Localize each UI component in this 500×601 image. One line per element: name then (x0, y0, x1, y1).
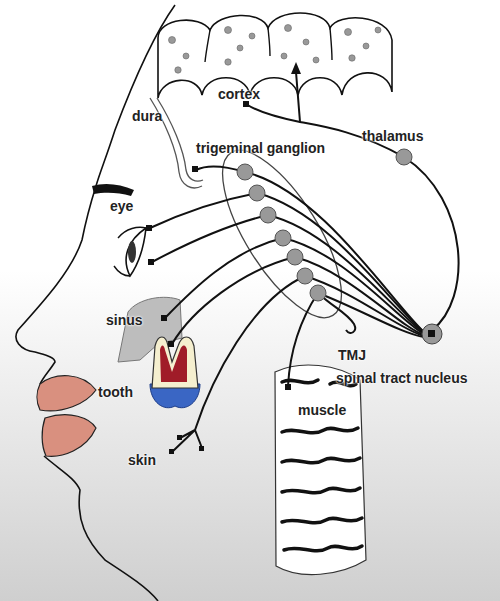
nerve-terminals (146, 62, 301, 454)
cortex-drawing-part-part (375, 27, 381, 33)
ganglion-cells-part (275, 230, 291, 246)
nerve-fibers-part (152, 215, 268, 262)
nerve-terminals-part (192, 166, 198, 172)
part-label: sinus (106, 312, 143, 328)
part-label: tooth (98, 384, 133, 400)
nerve-fibers (150, 72, 459, 452)
eye-drawing-part (126, 228, 146, 276)
cortex-drawing-part-part (183, 53, 189, 59)
muscle-drawing (275, 365, 366, 575)
part-label: thalamus (362, 128, 423, 144)
muscle-drawing-part-part (282, 428, 358, 433)
cortex-drawing-part-part (169, 37, 176, 44)
ganglion-cells (237, 164, 326, 301)
lips-part (42, 415, 96, 457)
spinal-nucleus-cell (422, 324, 442, 344)
face-outline-part (44, 456, 158, 601)
cortex-drawing-part-part (268, 28, 270, 56)
nerve-terminals-part (169, 449, 174, 454)
muscle-drawing-part (282, 380, 362, 551)
lips-part (37, 376, 96, 411)
nerve-fibers-part (268, 215, 424, 333)
cortex-drawing-part-part (249, 33, 255, 39)
eye-drawing-part (92, 184, 134, 196)
ganglion-cells-part (297, 268, 313, 284)
part-label: dura (132, 108, 162, 124)
dura-layer-part (157, 98, 203, 181)
nerve-terminals-part (291, 62, 301, 74)
spinal-nucleus-cell-part (428, 330, 435, 337)
nerve-terminals-part (148, 259, 154, 265)
ganglion-cells-part (260, 207, 276, 223)
cortex-drawing-part-part (303, 39, 309, 45)
nerve-fibers-part (318, 293, 424, 337)
ganglion-cells-part (287, 249, 303, 265)
cortex-drawing-part-part (237, 45, 243, 51)
part-label: spinal tract nucleus (336, 370, 467, 386)
part-label: skin (128, 452, 156, 468)
nerve-fibers-part (283, 238, 424, 334)
tooth-drawing-part (160, 346, 187, 383)
nerve-fibers-part (246, 104, 300, 122)
cortex-drawing-part-part (281, 53, 287, 59)
cortex-drawing-part-part (330, 28, 332, 60)
tooth-drawing-part (152, 337, 198, 388)
muscle-drawing-part (275, 365, 366, 575)
cortex-drawing-part-part (205, 30, 210, 62)
nerve-terminals-part (199, 446, 204, 451)
muscle-drawing-part-part (282, 458, 360, 463)
nerve-fibers-part (245, 172, 424, 332)
sinus-shape (118, 297, 182, 362)
cortex-drawing-part-part (349, 55, 355, 61)
cortex-drawing-part-part (225, 59, 231, 65)
nerve-fibers-part (257, 193, 424, 332)
cortex-drawing-part-part (285, 25, 292, 32)
part-label: eye (110, 198, 133, 214)
part-label: cortex (218, 86, 260, 102)
thalamus-cell (396, 149, 412, 165)
cortex-drawing-part-part (225, 27, 232, 34)
eye-drawing-part (114, 227, 146, 276)
ganglion-cells-part (249, 185, 265, 201)
muscle-drawing-part-part (284, 546, 362, 551)
cortex-drawing-part-part (313, 57, 319, 63)
nerve-terminals-part (177, 435, 182, 440)
nerve-fibers-part (288, 293, 318, 386)
ganglion-cells-part (310, 285, 326, 301)
nerve-fibers-part (305, 276, 424, 336)
part-label: trigeminal ganglion (196, 140, 325, 156)
nerve-fibers-part (404, 157, 459, 330)
cortex-drawing-part-part (345, 29, 352, 36)
cortex-drawing-part (205, 28, 332, 62)
eye-drawing (92, 184, 146, 276)
cortex-drawing-part-part (175, 67, 181, 73)
eye-drawing-part (128, 241, 136, 263)
ganglion-cells-part (237, 164, 253, 180)
cortex-drawing-part (169, 25, 382, 74)
lips (37, 376, 96, 457)
spinal-nucleus-cell-part (422, 324, 442, 344)
part-label: TMJ (338, 347, 366, 363)
nerve-terminals-part (146, 225, 152, 231)
nerve-fibers-part (295, 257, 424, 335)
nerve-terminals-part (285, 384, 291, 390)
muscle-drawing-part-part (282, 518, 362, 523)
cortex-drawing-part (158, 13, 392, 98)
thalamus-cell-part (396, 149, 412, 165)
nerve-fibers-part (172, 257, 295, 344)
muscle-drawing-part-part (282, 488, 360, 493)
nerve-fibers-part (172, 276, 305, 452)
cortex-drawing-part-part (363, 43, 369, 49)
part-label: muscle (298, 402, 346, 418)
tooth-drawing (150, 337, 200, 408)
cortex-drawing (158, 13, 392, 98)
nerve-terminals-part (168, 341, 174, 347)
nerve-terminals-part (161, 315, 167, 321)
